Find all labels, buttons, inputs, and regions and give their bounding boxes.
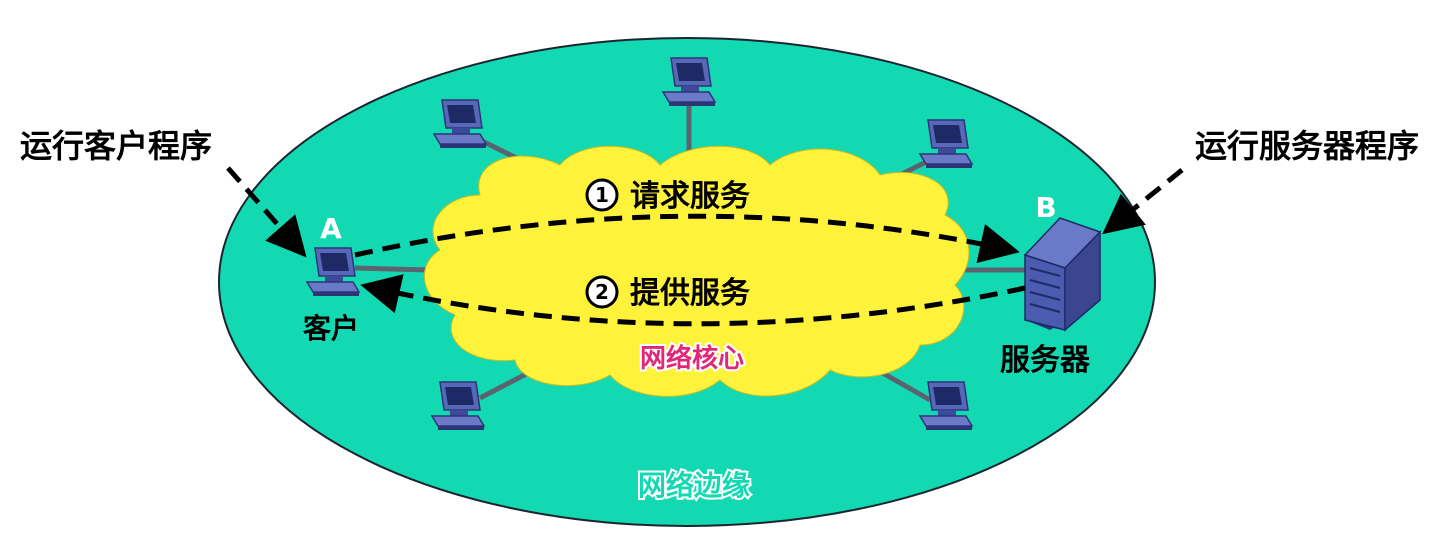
client-label: 客户 [303,312,359,345]
host-a-label: A [320,212,342,245]
provide-step-marker: 2 [585,275,619,309]
network-core-cloud [424,145,970,397]
server-program-pointer [1102,168,1184,235]
svg-text:2: 2 [595,280,609,304]
client-program-pointer [226,166,307,258]
network-edge-label: 网络边缘 [638,469,750,502]
server-icon [1023,217,1102,332]
svg-text:1: 1 [595,183,609,207]
request-arrow [354,213,1020,264]
network-core-label: 网络核心 [640,343,744,374]
host-b-label: B [1035,191,1056,224]
request-label: 请求服务 [630,179,750,214]
provide-arrow [360,274,1026,327]
server-program-label: 运行服务器程序 [1195,127,1419,165]
server-label: 服务器 [1000,343,1091,378]
request-step-marker: 1 [585,178,619,212]
provide-label: 提供服务 [630,276,750,311]
client-program-label: 运行客户程序 [20,127,212,165]
